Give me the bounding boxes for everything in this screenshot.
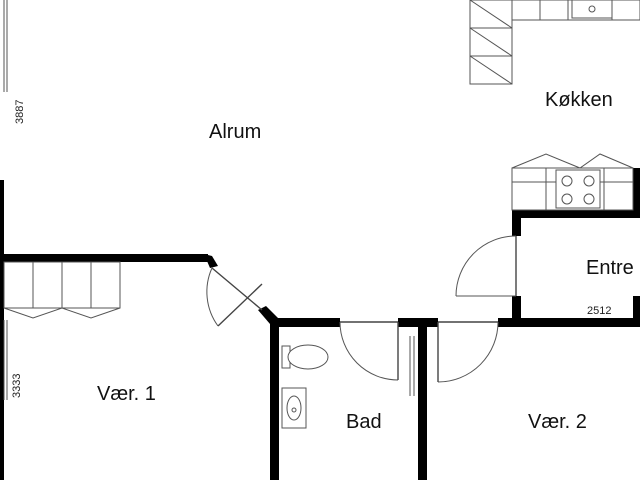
wall-entre-left-lower [512, 296, 521, 327]
wall-entre-left-upper [512, 210, 521, 236]
wall-diagonal [204, 254, 218, 268]
dimension-label-left-lower: 3333 [11, 374, 23, 398]
room-label-alrum: Alrum [209, 121, 261, 143]
door-entre [455, 235, 517, 297]
wall-right-lower [633, 296, 640, 327]
wall-vaer1-bad [270, 318, 279, 480]
dimension-label-left-upper: 3887 [14, 100, 26, 124]
room-label-vaer1: Vær. 1 [97, 383, 156, 405]
walls [0, 168, 640, 480]
stove-icon [555, 169, 601, 209]
wall-vaer2-top-right [498, 318, 640, 327]
door-vaer2 [437, 321, 499, 383]
wall-vaer1-top [0, 254, 208, 262]
room-label-kokken: Køkken [545, 89, 613, 111]
room-label-entre: Entre [586, 257, 634, 279]
dimension-line-left-upper [3, 0, 8, 92]
dimension-label-entre: 2512 [587, 305, 611, 317]
kitchen-cabinets-top [469, 0, 640, 85]
wall-left-exterior [0, 180, 4, 480]
kitchen-sink [571, 0, 613, 19]
door-vaer1 [206, 267, 263, 327]
dimension-line-left-lower [3, 320, 8, 400]
washbasin-icon [281, 387, 307, 429]
wall-bad-vaer2 [418, 318, 427, 480]
wardrobe-vaer1 [3, 261, 121, 319]
wall-bad-top-left [270, 318, 340, 327]
shower-wall [409, 336, 415, 396]
door-bad [339, 321, 399, 381]
room-label-vaer2: Vær. 2 [528, 411, 587, 433]
toilet-icon [281, 344, 329, 370]
wall-right-upper [633, 168, 640, 218]
wall-entre-top [512, 210, 640, 218]
room-label-bad: Bad [346, 411, 382, 433]
